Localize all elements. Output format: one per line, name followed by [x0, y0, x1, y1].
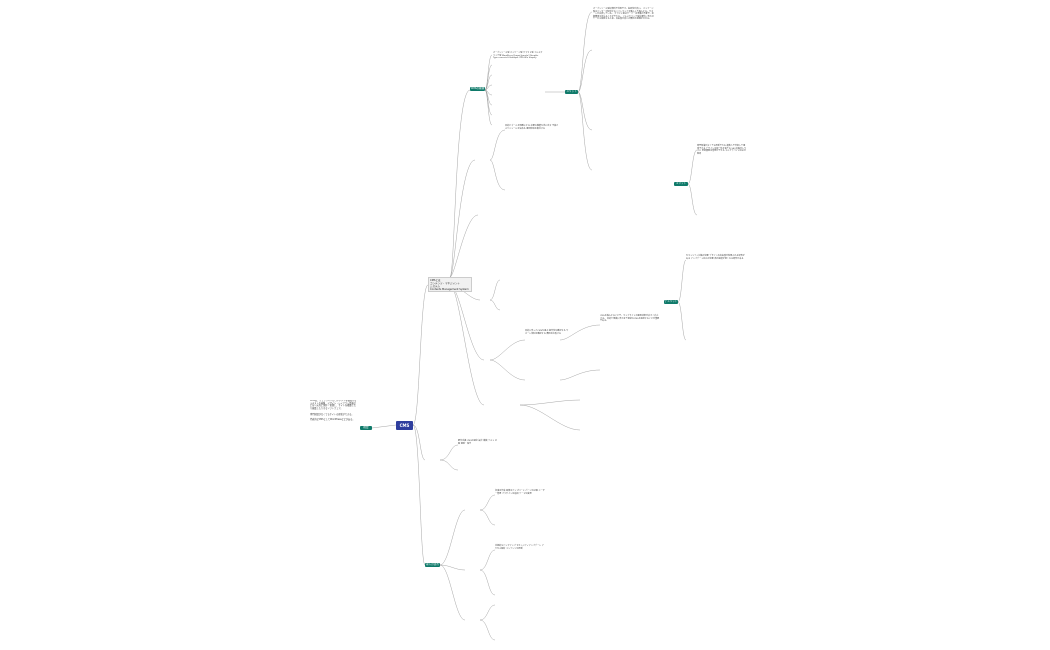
merit-detail-badge[interactable]: メリット [565, 90, 578, 94]
main-topic-line1: CMSとは [430, 279, 441, 282]
types-list: オープンソース型 パッケージ型 クラウド型 フルスクラッチ型 WordPress… [493, 52, 543, 60]
main-topic-node[interactable]: CMSとは コンテンツ・マネジメント システム Contents Managem… [428, 277, 472, 292]
flow-list: 要件定義 CMSの選定 設計 構築 テスト 公開 運用・保守 [458, 440, 498, 445]
main-topic-line3: システム [430, 285, 440, 289]
main-topic-line4: Contents Management System [430, 288, 469, 292]
usage-list: 記事の作成 画像のアップロード ページの公開 ユーザー管理 プラグインの追加 テ… [495, 490, 545, 495]
types-badge[interactable]: CMSの種類 [470, 87, 485, 91]
main-topic-line2: コンテンツ・マネジメント [430, 282, 461, 286]
demerit-badge[interactable]: デメリット [664, 300, 678, 304]
summary-badge[interactable]: 概要 [360, 426, 372, 430]
merit-badge[interactable]: メリット [674, 182, 688, 186]
summary-notes: CMSは、ウェブサイトのコンテンツを構成するテキストや画像、デザイン・レイアウト… [310, 400, 357, 421]
root-node[interactable]: CMS [396, 421, 413, 430]
flow-badge[interactable]: 導入の流れ [425, 563, 440, 567]
merit-detail: 専門知識がなくても更新できる 複数人で分担して運用できる デザインの統一性を保て… [697, 145, 747, 155]
ops-list: 定期的なバックアップ セキュリティアップデート アクセス解析 コンテンツの更新 [495, 545, 544, 550]
select-list: 目的に合ったCMSを選ぶ 操作性を確認する サポート体制を確認する 費用を比較す… [525, 330, 569, 335]
types-detail: オープンソース型は無料で利用でき、拡張性が高い。 パッケージ型はベンダーが提供す… [593, 8, 654, 21]
flow-detail: 目的とゴールを明確にする 必要な機能を洗い出す 予算とスケジュールを決める 運用… [505, 125, 559, 130]
demerit-detail: セキュリティ対策が必要 デザインの自由度が制限される場合がある アップデート対応… [686, 255, 745, 260]
summary-detail: CMSを導入することで、ウェブサイトの運用効率が大きく向上する。 目的や規模に合… [600, 315, 660, 323]
